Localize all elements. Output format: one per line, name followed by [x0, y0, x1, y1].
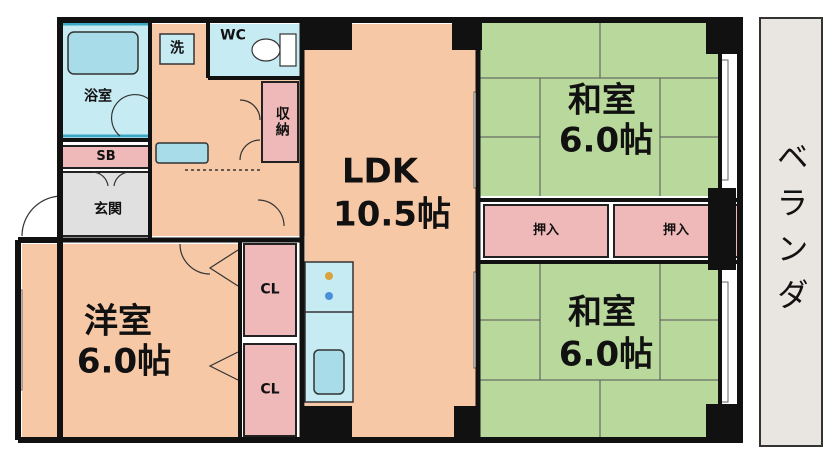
wash-label: 洗 — [170, 40, 184, 57]
bathroom — [58, 22, 152, 138]
veranda-label: ベランダ — [771, 140, 810, 324]
washitsu-bottom-label: 和室 — [568, 292, 636, 333]
stove-burner-icon — [325, 292, 333, 300]
washitsu-top-size-label: 6.0帖 — [558, 120, 654, 161]
veranda-area — [759, 17, 823, 447]
storage-label: 収納 — [273, 106, 290, 138]
sink-icon — [313, 349, 345, 395]
oshiire-left-label: 押入 — [532, 222, 560, 238]
youshitsu-size-label: 6.0帖 — [76, 341, 172, 382]
oshiire-left-area — [483, 204, 609, 258]
ldk-room — [304, 24, 477, 438]
storage-area — [261, 81, 299, 163]
walls — [15, 17, 743, 443]
cl-bottom-label: CL — [260, 381, 280, 398]
youshitsu-label: 洋室 — [84, 301, 152, 342]
wc-room — [210, 24, 300, 78]
cl-top-area — [243, 243, 297, 337]
ldk-size-label: 10.5帖 — [333, 194, 451, 235]
bath-label: 浴室 — [84, 88, 112, 105]
toilet-icon — [251, 38, 281, 62]
ldk-label: LDK — [341, 151, 419, 192]
washitsu-bottom-room — [480, 262, 720, 438]
stove-burner-icon — [325, 272, 333, 280]
washitsu-top-room — [480, 20, 720, 196]
wall-columns — [300, 18, 742, 440]
oshiire-right-label: 押入 — [662, 222, 690, 238]
washitsu-top-label: 和室 — [568, 80, 636, 121]
washitsu-bottom-size-label: 6.0帖 — [558, 334, 654, 375]
cl-bottom-area — [243, 343, 297, 437]
sb-label: SB — [96, 148, 116, 164]
laundry-pan — [155, 142, 209, 164]
wash-basin — [159, 33, 195, 65]
genkan-area — [61, 171, 151, 237]
cl-top-label: CL — [260, 281, 280, 298]
genkan-label: 玄関 — [94, 201, 122, 218]
wc-label: WC — [220, 27, 246, 44]
